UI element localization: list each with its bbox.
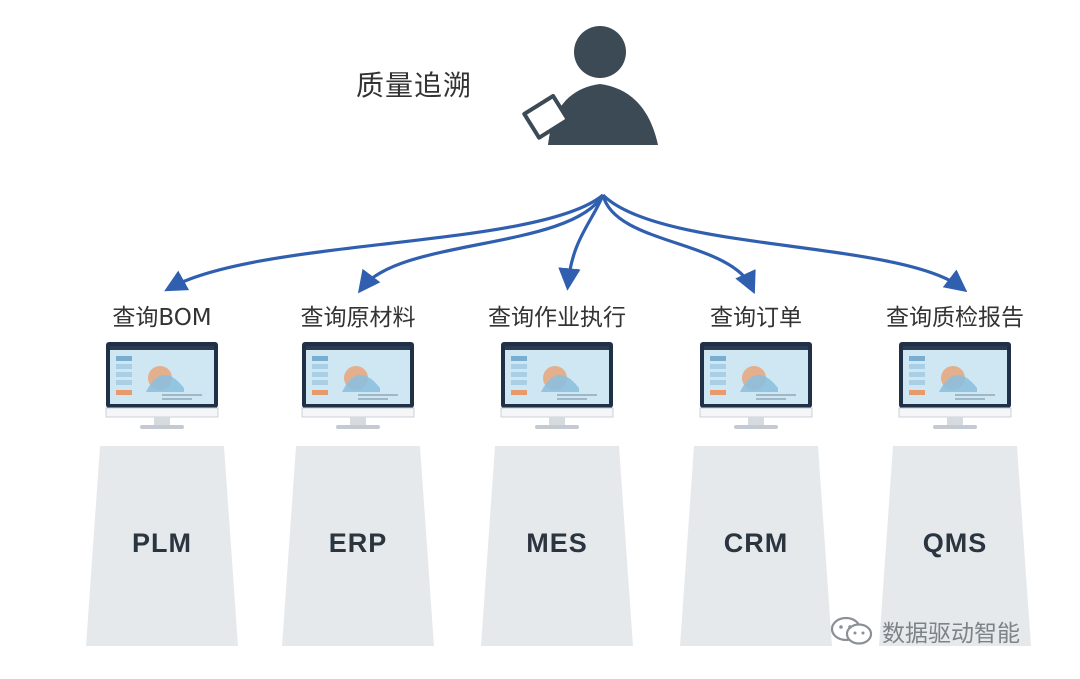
watermark: 数据驱动智能 xyxy=(830,614,1020,648)
pedestal-erp xyxy=(282,446,434,646)
query-label-crm: 查询订单 xyxy=(710,305,802,331)
system-label-crm: CRM xyxy=(723,528,789,558)
pedestal-crm xyxy=(680,446,832,646)
wechat-icon xyxy=(830,616,873,645)
query-label-plm: 查询BOM xyxy=(112,305,212,331)
system-label-plm: PLM xyxy=(132,528,192,558)
station-crm xyxy=(680,342,832,646)
monitor-dashboard-icon xyxy=(105,342,219,429)
pedestal-plm xyxy=(86,446,238,646)
arrow-to-crm xyxy=(601,194,756,295)
arrow-to-erp xyxy=(357,194,605,294)
monitor-dashboard-icon xyxy=(301,342,415,429)
system-label-qms: QMS xyxy=(922,528,988,558)
arrow-to-mes xyxy=(558,194,605,291)
station-plm xyxy=(86,342,238,646)
station-mes xyxy=(481,342,633,646)
diagram-title: 质量追溯 xyxy=(356,69,473,102)
monitor-dashboard-icon xyxy=(500,342,614,429)
query-label-mes: 查询作业执行 xyxy=(488,305,626,331)
branch-arrows xyxy=(164,193,968,295)
station-erp xyxy=(282,342,434,646)
station-qms xyxy=(879,342,1031,646)
system-label-mes: MES xyxy=(526,528,588,558)
pedestal-qms xyxy=(879,446,1031,646)
watermark-text: 数据驱动智能 xyxy=(882,621,1020,647)
monitor-dashboard-icon xyxy=(699,342,813,429)
system-label-erp: ERP xyxy=(328,528,388,558)
system-stations xyxy=(86,342,1031,646)
pedestal-mes xyxy=(481,446,633,646)
query-label-erp: 查询原材料 xyxy=(300,305,416,331)
monitor-dashboard-icon xyxy=(898,342,1012,429)
arrow-to-plm xyxy=(164,193,605,292)
arrow-to-qms xyxy=(601,193,968,293)
query-label-qms: 查询质检报告 xyxy=(886,305,1024,331)
person-with-tablet-icon xyxy=(522,26,658,145)
